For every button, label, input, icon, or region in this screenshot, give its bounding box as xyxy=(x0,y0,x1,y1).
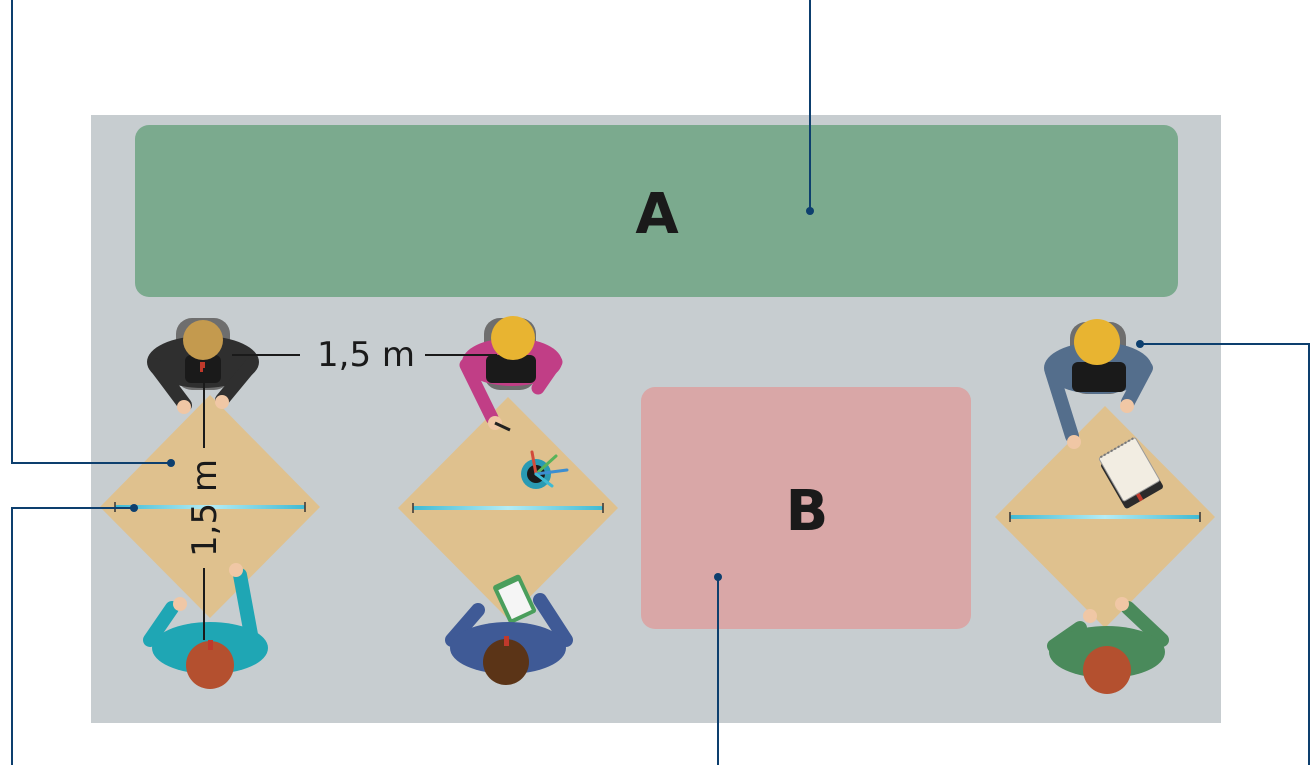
leader-desk-1 xyxy=(11,0,171,464)
clipboard-icon xyxy=(493,574,537,624)
student-1-top-left xyxy=(147,318,259,414)
desk-3 xyxy=(995,406,1215,628)
zone-a xyxy=(135,125,1178,297)
desk-divider-1 xyxy=(115,505,305,509)
leader-dots xyxy=(130,207,1144,581)
desk-divider-2 xyxy=(413,506,603,510)
distance-marker-vertical: 1,5 m xyxy=(185,368,225,640)
distance-marker-horizontal: 1,5 m xyxy=(232,335,497,375)
student-4-bottom-left xyxy=(143,563,268,689)
leader-lines xyxy=(11,0,1310,765)
distance-label-horizontal: 1,5 m xyxy=(317,335,415,375)
student-6-bottom-right xyxy=(1047,597,1169,694)
notebook-icon xyxy=(1098,437,1163,509)
desk-2 xyxy=(398,397,618,619)
zone-a-label: A xyxy=(635,182,679,247)
leader-student-3 xyxy=(1140,343,1310,765)
desk-divider-3 xyxy=(1010,515,1200,519)
pencil-cup-icon xyxy=(521,450,569,489)
zone-b xyxy=(641,387,971,629)
student-3-top-right xyxy=(1044,319,1153,449)
student-5-bottom-middle xyxy=(445,574,573,685)
desk-1 xyxy=(100,395,320,618)
student-2-top-middle xyxy=(459,316,563,432)
zone-b-label: B xyxy=(786,479,829,544)
leader-divider-1 xyxy=(11,507,134,765)
distance-label-vertical: 1,5 m xyxy=(185,459,225,557)
